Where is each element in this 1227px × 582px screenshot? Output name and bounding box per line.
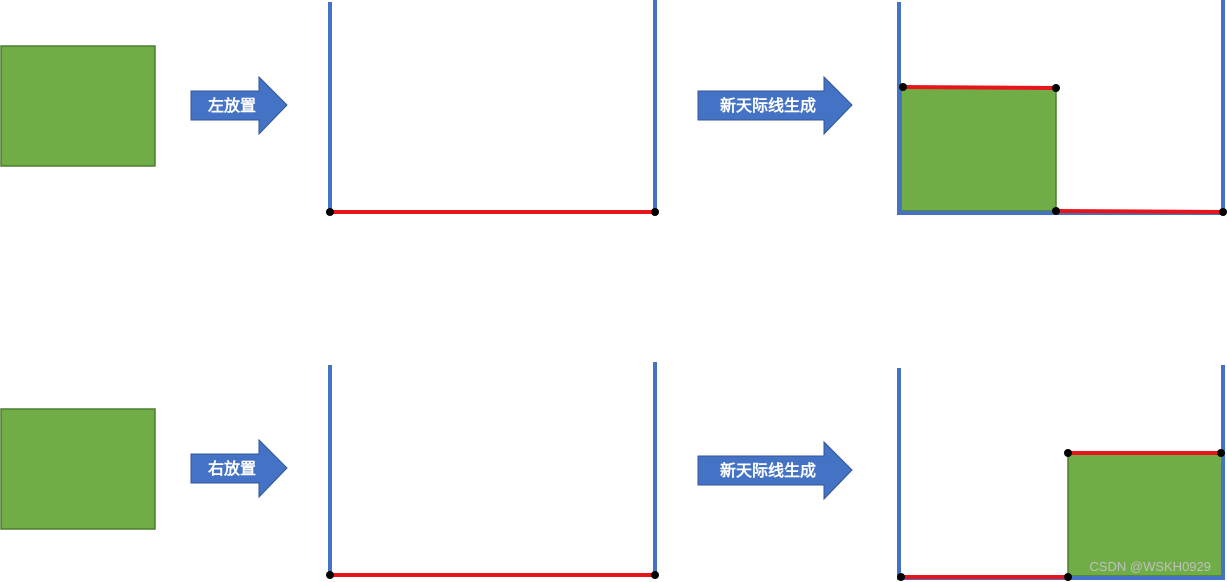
top-result-point-3	[1052, 207, 1060, 215]
bottom-bin-skyline-start-point	[326, 571, 334, 579]
bottom-result-point-1	[897, 573, 905, 581]
bottom-empty-bin	[326, 362, 659, 579]
top-result-skyline-lower	[1055, 209, 1224, 214]
bottom-input-rectangle	[0, 408, 156, 530]
top-result-bin	[897, 0, 1227, 216]
bottom-placed-rectangle	[1067, 453, 1223, 577]
top-new-skyline-arrow: 新天际线生成	[697, 75, 853, 136]
bottom-right-place-label: 右放置	[208, 459, 256, 478]
top-result-point-1	[899, 83, 907, 91]
bottom-result-bin	[897, 365, 1225, 581]
bottom-right-place-arrow: 右放置	[190, 438, 288, 499]
top-result-skyline-upper	[902, 85, 1057, 90]
watermark-text: CSDN @WSKH0929	[1089, 559, 1211, 574]
top-result-point-2	[1052, 84, 1060, 92]
top-result-point-4	[1219, 208, 1227, 216]
bottom-result-point-2	[1064, 573, 1072, 581]
top-bin-skyline-start-point	[326, 208, 334, 216]
top-input-rectangle	[0, 45, 156, 167]
top-left-place-label: 左放置	[207, 96, 256, 115]
top-left-place-arrow: 左放置	[190, 75, 288, 136]
top-empty-bin	[326, 0, 659, 216]
bottom-new-skyline-arrow: 新天际线生成	[697, 440, 853, 501]
bottom-result-point-3	[1064, 449, 1072, 457]
bottom-result-point-4	[1217, 449, 1225, 457]
bottom-new-skyline-label: 新天际线生成	[720, 461, 816, 480]
top-new-skyline-label: 新天际线生成	[720, 96, 816, 115]
top-placed-rectangle	[900, 87, 1057, 212]
bottom-bin-skyline-end-point	[651, 571, 659, 579]
top-bin-skyline-end-point	[651, 208, 659, 216]
